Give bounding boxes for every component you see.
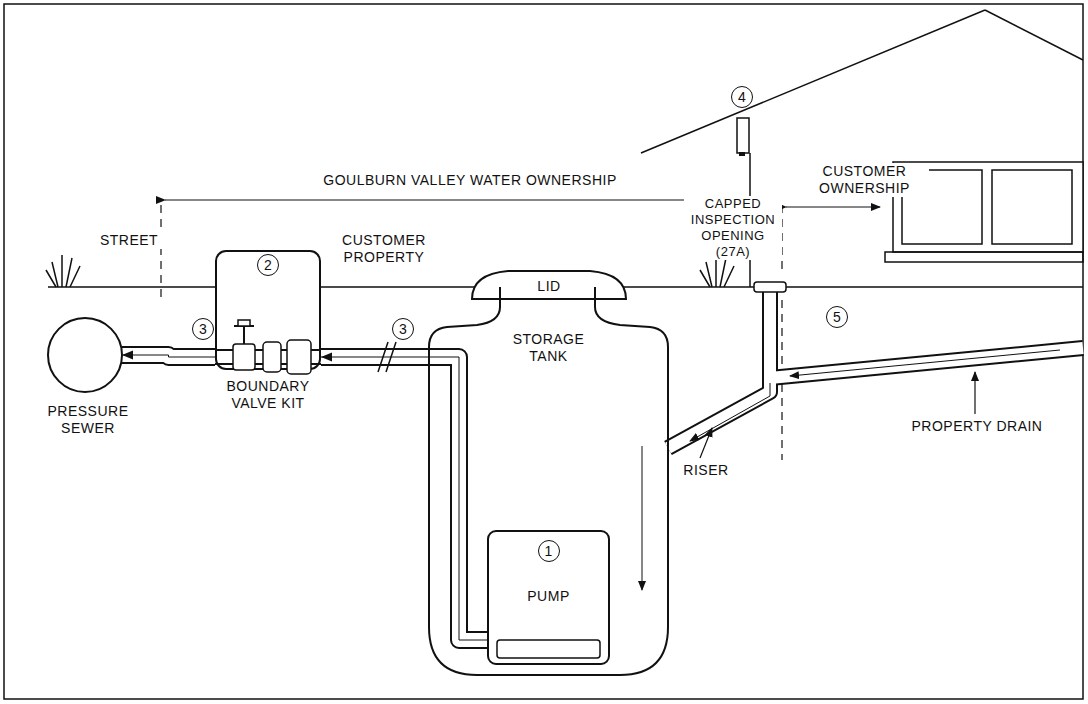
ownership-arrow [786, 206, 880, 207]
break-mark [378, 342, 396, 372]
text-wrap: PUMP [487, 588, 610, 605]
node-outline [215, 250, 321, 440]
callout-number: 3 [392, 318, 414, 340]
flow-line [321, 357, 487, 640]
node-label: LID [470, 278, 628, 295]
pipe-bore [122, 355, 215, 357]
control-box [737, 118, 749, 153]
pipe-wall [122, 355, 215, 357]
node-circle: PRESSURE SEWER [43, 317, 133, 457]
pipe-bore [321, 357, 487, 640]
callout-number: 3 [192, 318, 214, 340]
part-label: PROPERTY DRAIN [900, 418, 1054, 435]
text-wrap: 1 [487, 540, 610, 562]
leader-line [974, 372, 975, 414]
pipe-connector [321, 353, 487, 641]
text-wrap: 2 [215, 254, 321, 276]
inspection-cap [754, 282, 786, 292]
part-label: CUSTOMER OWNERSHIP [800, 163, 929, 197]
node-label: BOUNDARY VALVE KIT [215, 378, 321, 412]
node-label: PUMP [487, 588, 610, 605]
pipe-connector [122, 351, 215, 360]
text-wrap: PRESSURE SEWER [43, 403, 133, 437]
callout-number: 4 [731, 86, 753, 108]
node-label: PRESSURE SEWER [43, 403, 133, 437]
node-pump: 1PUMP [487, 530, 610, 665]
text-wrap: BOUNDARY VALVE KIT [215, 378, 321, 412]
part-label: CAPPED INSPECTION OPENING (27A) [684, 196, 782, 260]
frame [4, 4, 1083, 699]
part-label: CUSTOMER PROPERTY [322, 232, 446, 266]
part-label: GOULBURN VALLEY WATER OWNERSHIP [318, 172, 622, 189]
text-wrap: LID [470, 278, 628, 295]
flow-arrow [642, 350, 1060, 590]
node-tank: STORAGE TANK 1PUMP [427, 287, 670, 677]
drain-pipe [668, 292, 1083, 448]
house [641, 10, 1083, 287]
node-lid: LID [470, 268, 628, 300]
arrowhead [321, 353, 332, 362]
part-label: STREET [96, 232, 162, 249]
arrowhead [122, 351, 133, 360]
pipe-wall [321, 357, 487, 640]
callout-number: 2 [257, 254, 279, 276]
flow-line [122, 355, 215, 357]
callout-number: 5 [826, 306, 848, 328]
callout-number: 1 [538, 540, 560, 562]
node-valve: 2BOUNDARY VALVE KIT [215, 250, 321, 440]
text-wrap: STORAGE TANK [427, 331, 670, 365]
part-label: RISER [674, 462, 738, 479]
control-box [739, 152, 745, 156]
node-label: STORAGE TANK [494, 331, 604, 365]
leader-line [700, 428, 712, 458]
